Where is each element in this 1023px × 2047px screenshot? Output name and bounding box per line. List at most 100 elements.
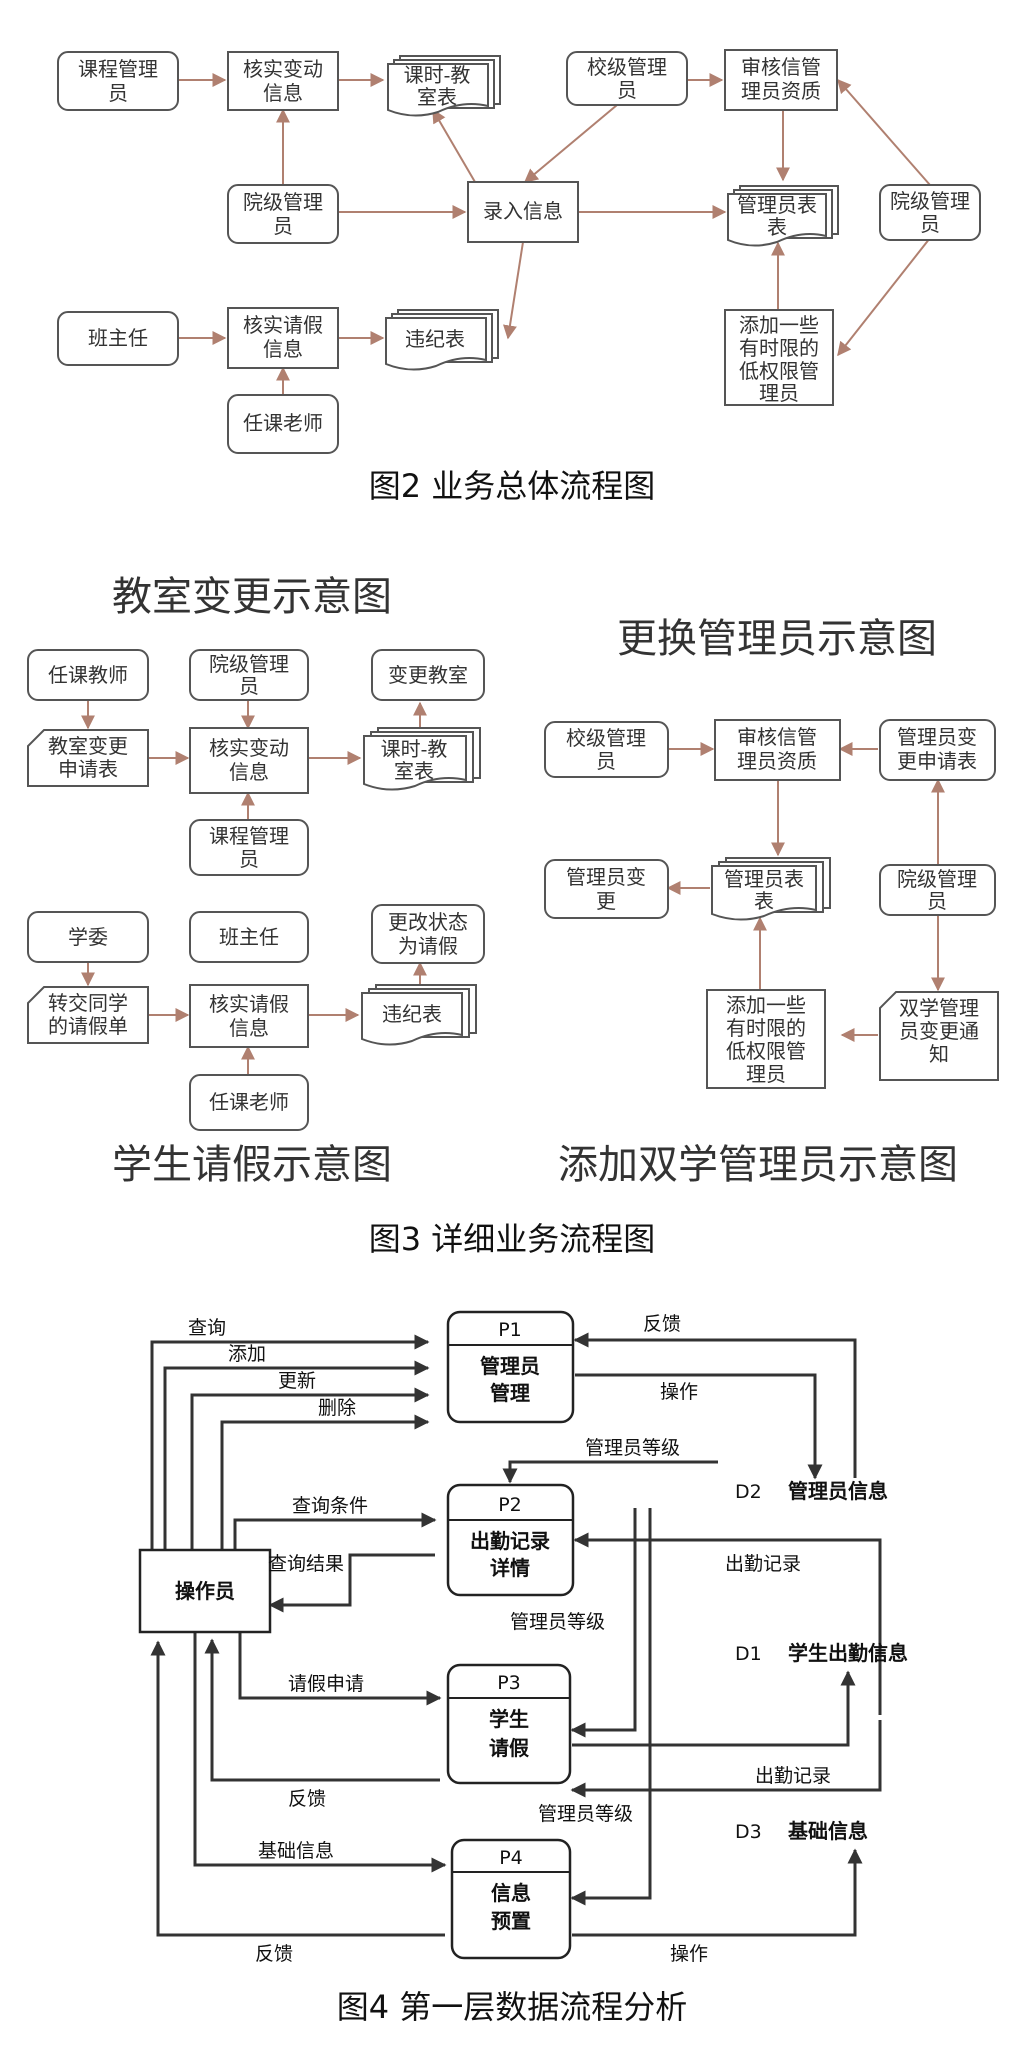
fig3-title-replace-admin: 更换管理员示意图 bbox=[617, 616, 937, 662]
fig2-college-manager2-l1: 院级管理 bbox=[890, 189, 970, 213]
fig3-class-teacher-box bbox=[27, 649, 149, 701]
fig2-add-low-box bbox=[724, 309, 834, 406]
fig2-course-manager-box bbox=[57, 51, 179, 111]
fig3-class-request-card bbox=[27, 729, 149, 787]
fig4-flow-add: 添加 bbox=[228, 1343, 266, 1365]
fig2-verify-change-box bbox=[227, 51, 339, 111]
fig4-d1-id: D1 bbox=[735, 1643, 762, 1665]
fig4-p1-l2: 管理 bbox=[490, 1381, 530, 1405]
fig4-flow-operate-p1: 操作 bbox=[660, 1381, 698, 1403]
fig4-d2-name: 管理员信息 bbox=[788, 1479, 888, 1503]
fig3-admin-arrows bbox=[666, 742, 945, 1042]
fig4-caption: 图4 第一层数据流程分析 bbox=[337, 1988, 688, 2026]
fig3-leave-transfer-l1: 转交同学 bbox=[48, 991, 128, 1015]
fig4-p4-box bbox=[450, 1838, 572, 1960]
figure-2: 课程管理 员 核实变动 信息 课时-教 室表 校级管理 员 审核信管 理员资质 … bbox=[57, 49, 981, 505]
fig4-p4-id: P4 bbox=[499, 1847, 523, 1869]
fig4-flow-feedback-p3: 反馈 bbox=[288, 1788, 326, 1810]
fig2-review-l2: 理员资质 bbox=[741, 79, 821, 103]
fig2-input-box bbox=[467, 181, 579, 243]
fig2-verify-leave-l1: 核实请假 bbox=[243, 313, 323, 337]
fig2-college-manager-l2: 员 bbox=[273, 214, 293, 238]
fig3-class-schedule-doc bbox=[363, 727, 481, 791]
fig3-admin-change-l2: 更 bbox=[596, 889, 616, 913]
fig3-class-change-room-box bbox=[371, 649, 485, 701]
fig4-flow-admin-level-1: 管理员等级 bbox=[585, 1437, 680, 1459]
fig2-add-low-l4: 理员 bbox=[759, 381, 799, 405]
fig3-title-add-dual: 添加双学管理员示意图 bbox=[558, 1142, 958, 1188]
fig3-leave-committee-box bbox=[27, 911, 149, 963]
fig2-admin-table-l2: 表 bbox=[767, 215, 787, 239]
fig2-schedule-l1: 课时-教 bbox=[404, 63, 471, 87]
fig2-teacher-l1: 任课老师 bbox=[243, 411, 323, 435]
fig4-p2-id: P2 bbox=[498, 1494, 522, 1516]
fig3-class-verify-l1: 核实变动 bbox=[209, 736, 289, 760]
fig4-p1-box bbox=[446, 1310, 575, 1424]
fig3-class-course-mgr-box bbox=[189, 819, 309, 876]
fig3-class-course-mgr-l1: 课程管理 bbox=[209, 824, 289, 848]
fig4-d2-id: D2 bbox=[735, 1481, 762, 1503]
fig2-head-teacher-box bbox=[57, 311, 179, 366]
fig3-admin-change-req-l2: 更申请表 bbox=[897, 749, 977, 773]
fig4-flow-basic-info: 基础信息 bbox=[258, 1840, 334, 1862]
figure-3: 教室变更示意图 更换管理员示意图 任课教师 院级管理 员 变更教室 教室变更 申… bbox=[27, 574, 999, 1258]
fig2-college-manager2-l2: 员 bbox=[920, 212, 940, 236]
fig2-college-manager-l1: 院级管理 bbox=[243, 190, 323, 214]
fig3-admin-change-box bbox=[544, 859, 669, 919]
fig2-add-low-l1: 添加一些 bbox=[739, 313, 819, 337]
fig4-p3-box bbox=[446, 1663, 572, 1785]
fig3-admin-table-doc bbox=[711, 857, 831, 921]
fig2-review-l1: 审核信管 bbox=[741, 55, 821, 79]
fig4-flows bbox=[150, 1332, 882, 1937]
fig3-leave-teacher-l1: 任课老师 bbox=[209, 1090, 289, 1114]
fig2-verify-leave-box bbox=[227, 307, 339, 369]
fig3-leave-status-box bbox=[371, 904, 485, 964]
fig4-p2-l2: 详情 bbox=[490, 1556, 530, 1580]
fig3-title-student-leave: 学生请假示意图 bbox=[112, 1142, 392, 1188]
fig2-schedule-doc bbox=[387, 55, 501, 117]
fig3-admin-change-req-l1: 管理员变 bbox=[897, 725, 977, 749]
fig2-school-manager-box bbox=[566, 51, 688, 106]
fig3-admin-notice-l2: 员变更通 bbox=[899, 1019, 979, 1043]
fig2-course-manager-l1: 课程管理 bbox=[78, 57, 158, 81]
fig4-flow-query-result: 查询结果 bbox=[268, 1553, 344, 1575]
fig4-p4-l1: 信息 bbox=[491, 1881, 531, 1905]
fig3-leave-arrows bbox=[81, 961, 427, 1075]
fig3-class-course-mgr-l2: 员 bbox=[239, 847, 259, 871]
fig3-class-schedule-l2: 室表 bbox=[394, 759, 434, 783]
fig3-admin-college-mgr-box bbox=[879, 864, 996, 916]
fig3-admin-add-low-l3: 低权限管 bbox=[726, 1039, 806, 1063]
fig3-admin-table-l1: 管理员表 bbox=[724, 867, 804, 891]
fig3-class-college-mgr-l2: 员 bbox=[239, 674, 259, 698]
fig4-p3-l2: 请假 bbox=[489, 1736, 530, 1760]
fig3-admin-school-mgr-l2: 员 bbox=[596, 749, 616, 773]
fig3-admin-review-l1: 审核信管 bbox=[737, 725, 817, 749]
fig2-review-box bbox=[724, 49, 838, 111]
fig2-teacher-box bbox=[227, 394, 339, 454]
fig3-admin-notice-l1: 双学管理 bbox=[899, 996, 979, 1020]
fig4-p2-box bbox=[446, 1483, 575, 1597]
fig2-violation-doc bbox=[385, 309, 499, 371]
fig4-flow-admin-level-3: 管理员等级 bbox=[538, 1803, 633, 1825]
fig3-class-college-mgr-l1: 院级管理 bbox=[209, 652, 289, 676]
fig3-leave-head-teacher-l1: 班主任 bbox=[219, 925, 279, 949]
fig3-leave-transfer-l2: 的请假单 bbox=[48, 1014, 128, 1038]
fig4-flow-delete: 删除 bbox=[318, 1397, 356, 1419]
fig4-flow-leave-request: 请假申请 bbox=[288, 1673, 364, 1695]
fig2-arrows bbox=[178, 73, 931, 395]
fig3-class-request-l1: 教室变更 bbox=[48, 734, 128, 758]
fig2-add-low-l3: 低权限管 bbox=[739, 359, 819, 383]
fig4-flow-update: 更新 bbox=[278, 1370, 316, 1392]
fig3-admin-add-low-box bbox=[706, 989, 826, 1089]
fig3-leave-violation-l1: 违纪表 bbox=[382, 1002, 442, 1026]
fig3-admin-add-low-l1: 添加一些 bbox=[726, 993, 806, 1017]
fig2-verify-change-l2: 信息 bbox=[263, 81, 303, 105]
fig3-classroom-arrows bbox=[81, 700, 427, 820]
fig4-p1-id: P1 bbox=[498, 1319, 522, 1341]
fig4-p4-l2: 预置 bbox=[491, 1909, 531, 1933]
fig3-leave-teacher-box bbox=[189, 1074, 309, 1131]
fig2-schedule-l2: 室表 bbox=[417, 85, 457, 109]
fig3-class-teacher-l1: 任课教师 bbox=[48, 663, 128, 687]
fig4-p1-l1: 管理员 bbox=[480, 1354, 540, 1378]
fig3-leave-verify-box bbox=[189, 984, 309, 1048]
